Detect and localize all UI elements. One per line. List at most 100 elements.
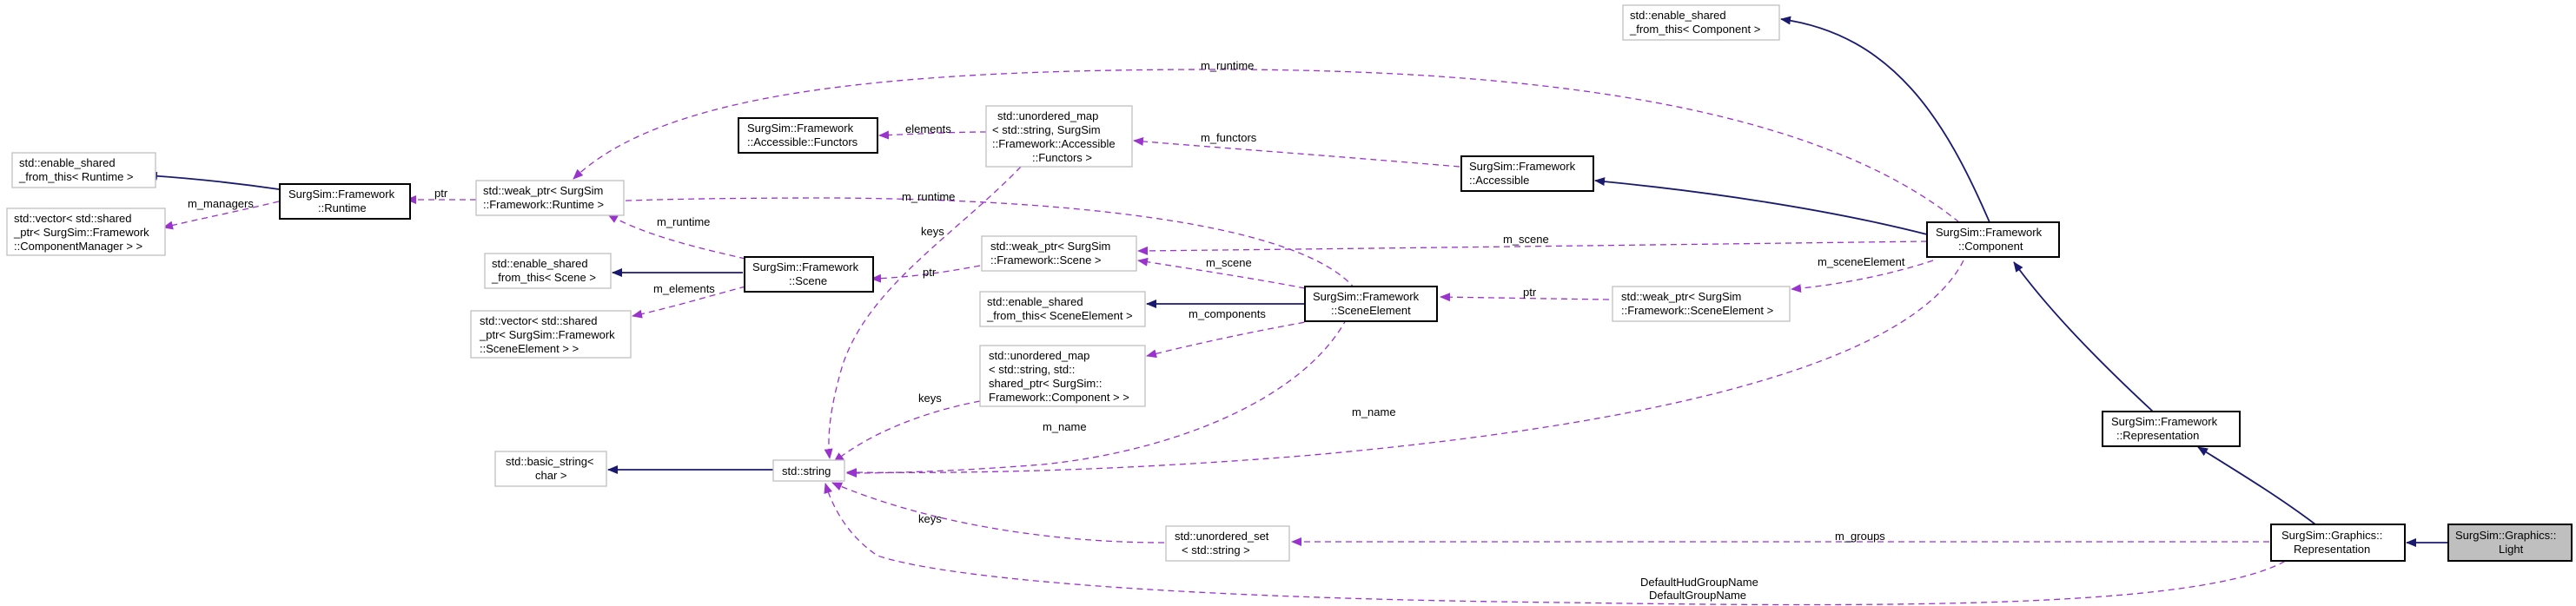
node-enable-shared-runtime[interactable]: std::enable_shared _from_this< Runtime > [11,152,156,188]
node-text-line: std::enable_shared [492,257,588,270]
node-text-line: ::Framework::Accessible [992,137,1116,150]
edge-m-scene-component [1137,240,1928,255]
nodes: std::enable_shared _from_this< Component… [6,4,2573,562]
label-m-scene-element: m_scene [1206,256,1252,269]
edge-elements [878,130,987,140]
node-text-line: std::unordered_set [1175,530,1269,543]
label-m-runtime-scene: m_runtime [657,215,710,228]
node-text-line: SurgSim::Graphics:: [2281,529,2382,542]
node-weak-ptr-scene-element[interactable]: std::weak_ptr< SurgSim ::Framework::Scen… [1612,286,1791,322]
node-enable-shared-scene[interactable]: std::enable_shared _from_this< Scene > [484,253,612,289]
node-text-line: ::Scene [789,274,827,287]
node-text-line: std::weak_ptr< SurgSim [483,184,603,197]
node-text-line: _from_this< Scene > [491,271,596,284]
node-weak-ptr-runtime[interactable]: std::weak_ptr< SurgSim ::Framework::Runt… [475,180,625,216]
label-m-scene-component: m_scene [1503,233,1549,246]
node-text-line: std::weak_ptr< SurgSim [1621,290,1741,303]
node-unordered-set[interactable]: std::unordered_set < std::string > [1165,525,1290,562]
node-accessible[interactable]: SurgSim::Framework ::Accessible [1460,155,1594,192]
edge-component-to-enable-shared [1780,16,1990,223]
node-scene[interactable]: SurgSim::Framework ::Scene [744,256,874,293]
edge-ptr-scene-element [1440,293,1610,302]
node-text-line: std::weak_ptr< SurgSim [990,240,1110,253]
node-runtime[interactable]: SurgSim::Framework ::Runtime [279,183,411,220]
edge-m-name-component [846,260,1964,478]
node-text-line: shared_ptr< SurgSim:: [989,377,1102,390]
node-text-line: std::enable_shared [19,156,116,169]
label-m-name-element: m_name [1043,420,1087,433]
edge-framework-rep-to-component [2013,261,2154,412]
node-enable-shared-scene-element[interactable]: std::enable_shared _from_this< SceneElem… [979,291,1146,327]
node-text-line: Framework::Component > > [989,391,1129,404]
node-scene-element[interactable]: SurgSim::Framework ::SceneElement [1304,286,1438,322]
label-m-groups: m_groups [1835,530,1885,543]
edge-m-name-element [846,318,1348,478]
edge-m-scene-element-member [1791,260,1934,293]
label-m-elements: m_elements [653,282,715,295]
inheritance-edges [147,16,2448,547]
edge-m-runtime-top [573,69,1960,223]
node-text-line: ::Representation [2116,429,2199,442]
node-text-line: ::Accessible::Functors [747,135,858,148]
node-text-line: SurgSim::Framework [1469,160,1576,173]
label-m-scene-element-member: m_sceneElement [1818,255,1905,268]
edge-ptr-scene [871,265,981,283]
edge-m-scene-element [1137,257,1306,289]
node-unordered-map-functors[interactable]: std::unordered_map < std::string, SurgSi… [985,105,1133,168]
node-text-line: Light [2499,543,2524,556]
node-weak-ptr-scene[interactable]: std::weak_ptr< SurgSim ::Framework::Scen… [981,235,1137,272]
node-graphics-representation[interactable]: SurgSim::Graphics:: Representation [2270,524,2406,562]
node-text-line: std::string [782,464,831,478]
node-text-line: std::vector< std::shared [14,212,131,225]
label-default-hud-group-name: DefaultHudGroupName [1640,576,1758,589]
usage-edges [162,69,2295,606]
edge-m-runtime-scene [607,214,746,260]
node-text-line: ::Runtime [318,201,367,214]
label-ptr-scene-element: ptr [1523,286,1537,299]
node-vector-component-manager[interactable]: std::vector< std::shared _ptr< SurgSim::… [6,207,166,256]
node-text-line: _from_this< Runtime > [18,170,134,183]
label-ptr-scene: ptr [923,266,937,279]
node-text-line: std::enable_shared [987,295,1083,308]
label-keys-components: keys [918,392,942,405]
label-m-components: m_components [1189,307,1266,320]
node-text-line: std::unordered_map [989,349,1089,362]
node-text-line: SurgSim::Framework [2111,415,2218,428]
node-enable-shared-component[interactable]: std::enable_shared _from_this< Component… [1622,4,1780,41]
node-text-line: ::SceneElement > > [480,342,579,355]
label-m-managers: m_managers [188,197,254,210]
edge-m-elements [632,286,746,319]
node-text-line: _ptr< SurgSim::Framework [479,328,615,341]
label-keys-functors: keys [921,225,944,238]
node-text-line: ::Framework::Runtime > [483,198,604,211]
node-text-line: _from_this< Component > [1629,23,1760,36]
node-vector-scene-element[interactable]: std::vector< std::shared _ptr< SurgSim::… [470,310,632,359]
node-text-line: SurgSim::Framework [1936,226,2043,239]
node-text-line: Representation [2294,543,2370,556]
label-m-functors: m_functors [1201,131,1257,144]
node-text-line: SurgSim::Framework [288,188,395,201]
edge-keys-components [833,400,981,463]
label-default-group-name: DefaultGroupName [1649,589,1746,602]
node-text-line: SurgSim::Framework [747,122,854,135]
edge-default-group-names [824,483,2295,606]
node-component[interactable]: SurgSim::Framework ::Component [1926,221,2060,258]
node-text-line: _ptr< SurgSim::Framework [13,226,149,239]
node-text-line: std::unordered_map [997,109,1098,122]
node-accessible-functors[interactable]: SurgSim::Framework ::Accessible::Functor… [738,117,878,154]
node-unordered-map-component[interactable]: std::unordered_map < std::string, std:: … [979,345,1146,407]
node-basic-string[interactable]: std::basic_string< char > [494,451,607,487]
node-text-line: SurgSim::Graphics:: [2455,529,2556,542]
node-light[interactable]: SurgSim::Graphics:: Light [2447,524,2573,562]
node-text-line: ::Framework::SceneElement > [1621,304,1773,317]
node-text-line: SurgSim::Framework [1313,290,1420,303]
node-text-line: ::ComponentManager > > [14,240,142,253]
node-text-line: SurgSim::Framework [752,260,859,273]
edge-component-to-accessible [1594,177,1928,235]
node-text-line: ::Functors > [1032,151,1092,164]
node-string[interactable]: std::string [772,459,845,482]
node-text-line: < std::string > [1182,543,1250,557]
node-text-line: ::Accessible [1469,174,1529,187]
node-framework-representation[interactable]: SurgSim::Framework ::Representation [2102,411,2241,447]
edge-m-functors [1133,136,1460,168]
